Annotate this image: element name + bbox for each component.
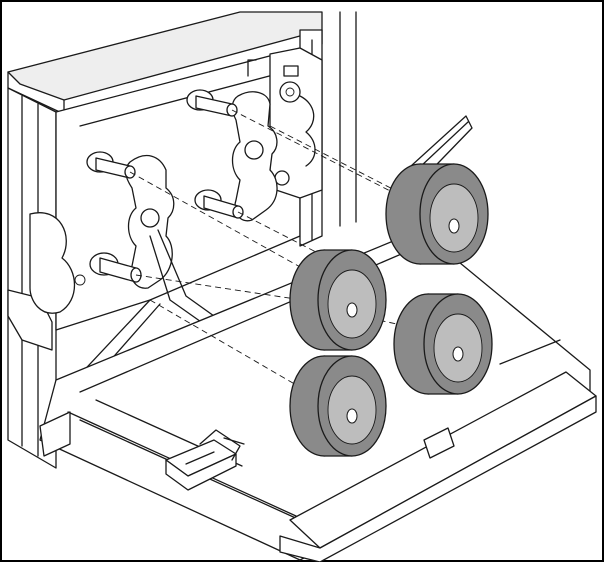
- door-hinge-left: [39, 411, 71, 457]
- guide-line-top-roller-2: [269, 125, 415, 201]
- guide-line-bottom-roller: [149, 299, 299, 387]
- roller-top-right: [385, 115, 489, 265]
- door-catch: [423, 427, 455, 459]
- latch-handle-grip: [223, 437, 245, 445]
- spring-mechanism: [269, 47, 323, 199]
- guide-line-top-roller: [231, 109, 401, 197]
- guide-line-mid-roller: [237, 211, 317, 253]
- door-latch: [165, 429, 245, 491]
- inner-wall-slot: [247, 59, 257, 77]
- upper-right-peg: [186, 89, 238, 117]
- mechanism-tab: [283, 65, 299, 77]
- guide-line-mid-roller-2: [129, 171, 303, 269]
- roller-bracket-right: [186, 89, 278, 222]
- right-bracket-hole: [244, 140, 264, 160]
- roller-bracket-left: [74, 151, 175, 289]
- roller-bottom: [289, 355, 387, 457]
- mechanism-gear-hub: [285, 87, 295, 97]
- upper-left-peg: [86, 151, 136, 179]
- door-inner-ridge: [499, 339, 561, 365]
- latch-slot: [185, 451, 215, 465]
- roller-hole: [448, 218, 460, 234]
- guide-line-left-roller: [135, 274, 303, 301]
- roller-core: [429, 183, 479, 253]
- door-front-edge: [279, 395, 597, 562]
- roller-hole: [346, 408, 358, 424]
- roller-hole: [452, 346, 464, 362]
- housing-top-cover-edge: [7, 71, 65, 115]
- roller-middle-left: [289, 249, 387, 351]
- inner-wall-ridge: [79, 69, 293, 127]
- left-bracket-hole: [140, 208, 160, 228]
- roller-hole: [346, 302, 358, 318]
- latch-handle: [199, 429, 241, 461]
- roller-middle-right: [393, 293, 493, 395]
- lower-left-peg: [74, 252, 142, 286]
- mechanism-gear: [279, 81, 301, 103]
- peg-screw: [74, 274, 86, 286]
- left-cam-plate: [29, 212, 75, 314]
- mechanism-spring: [299, 95, 316, 167]
